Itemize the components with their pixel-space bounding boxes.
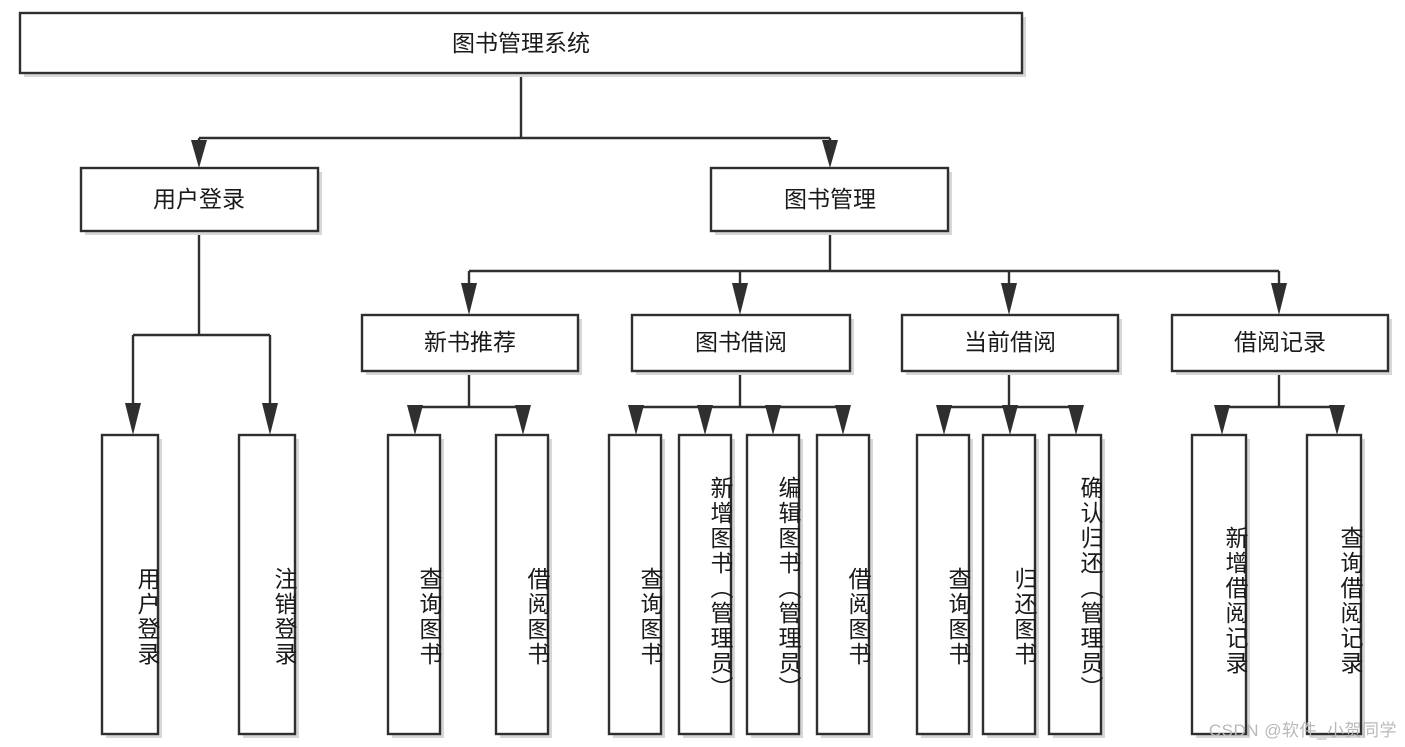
node-cb-box[interactable] xyxy=(900,313,1120,373)
leaf-borrow-book-1-box[interactable] xyxy=(494,433,550,736)
arrow-head-leaf-query-record xyxy=(1329,405,1345,435)
node-user-login-label: 用户登录 xyxy=(153,186,245,212)
leaf-edit-book-box[interactable] xyxy=(745,433,801,736)
node-user-login-box[interactable] xyxy=(79,166,320,233)
node-br-label: 借阅记录 xyxy=(1234,329,1326,355)
connector-group-current-borrow xyxy=(936,375,1084,435)
node-current-borrow[interactable]: 当前借阅 xyxy=(900,313,1122,375)
leaf-user-logout-box[interactable] xyxy=(237,433,297,736)
leaf-add-record-box[interactable] xyxy=(1190,433,1248,736)
arrow-head-leaf-query-book-3 xyxy=(936,405,952,435)
leaf-edit-book[interactable] xyxy=(745,433,803,738)
csdn-watermark: CSDN @软件_小贺同学 xyxy=(1208,721,1397,740)
node-book-manage-box[interactable] xyxy=(709,166,950,233)
arrow-head-leaf-borrow-book-2 xyxy=(835,405,851,435)
connector-group-book-manage xyxy=(461,235,1287,315)
leaf-query-book-2-box[interactable] xyxy=(607,433,663,736)
leaf-query-book-1[interactable] xyxy=(386,433,444,738)
arrow-head-leaf-query-book-2 xyxy=(628,405,644,435)
arrow-head-current-borrow xyxy=(1001,283,1017,315)
arrow-head-leaf-confirm-return xyxy=(1068,405,1084,435)
arrow-head-leaf-user-login xyxy=(125,403,141,435)
leaf-user-login[interactable] xyxy=(100,433,162,738)
leaf-query-record[interactable] xyxy=(1305,433,1365,738)
leaf-query-book-2[interactable] xyxy=(607,433,665,738)
node-new-book-recommend[interactable]: 新书推荐 xyxy=(360,313,582,375)
node-book-manage-label: 图书管理 xyxy=(784,186,876,212)
arrow-head-book-borrow xyxy=(732,283,748,315)
connector-group-user-login xyxy=(125,235,278,435)
node-root-label: 图书管理系统 xyxy=(452,30,590,56)
node-root-box[interactable] xyxy=(18,11,1024,75)
node-borrow-record[interactable]: 借阅记录 xyxy=(1170,313,1392,375)
arrow-head-book-manage xyxy=(822,140,838,168)
node-bb-box[interactable] xyxy=(630,313,852,373)
leaf-add-book-box[interactable] xyxy=(677,433,733,736)
leaf-query-book-3[interactable] xyxy=(915,433,973,738)
connector-group-borrow-record xyxy=(1214,375,1345,435)
node-cb-label: 当前借阅 xyxy=(964,329,1056,355)
connector-group-root xyxy=(191,76,838,168)
arrow-head-leaf-query-book-1 xyxy=(407,405,423,435)
arrow-head-leaf-edit-book xyxy=(765,405,781,435)
arrow-head-user-login xyxy=(191,140,207,168)
arrow-head-leaf-user-logout xyxy=(262,403,278,435)
leaf-add-book[interactable] xyxy=(677,433,735,738)
arrow-head-leaf-borrow-book-1 xyxy=(515,405,531,435)
node-br-box[interactable] xyxy=(1170,313,1390,373)
leaf-borrow-book-2-box[interactable] xyxy=(815,433,871,736)
leaf-confirm-return-box[interactable] xyxy=(1047,433,1103,736)
node-user-login[interactable]: 用户登录 xyxy=(79,166,322,235)
node-nbr-label: 新书推荐 xyxy=(424,329,516,355)
arrow-head-borrow-record xyxy=(1271,283,1287,315)
leaf-add-record[interactable] xyxy=(1190,433,1250,738)
leaf-query-record-box[interactable] xyxy=(1305,433,1363,736)
node-bb-label: 图书借阅 xyxy=(695,329,787,355)
node-nbr-box[interactable] xyxy=(360,313,580,373)
arrow-head-leaf-add-record xyxy=(1214,405,1230,435)
leaf-user-login-box[interactable] xyxy=(100,433,160,736)
arrow-head-leaf-return-book xyxy=(1002,405,1018,435)
leaf-borrow-book-2[interactable] xyxy=(815,433,873,738)
node-book-borrow[interactable]: 图书借阅 xyxy=(630,313,854,375)
leaf-confirm-return[interactable] xyxy=(1047,433,1105,738)
connector-group-book-borrow xyxy=(628,375,851,435)
leaf-query-book-1-box[interactable] xyxy=(386,433,442,736)
node-root[interactable]: 图书管理系统 xyxy=(18,11,1026,77)
leaf-borrow-book-1[interactable] xyxy=(494,433,552,738)
leaf-user-logout[interactable] xyxy=(237,433,299,738)
arrow-head-new-book-recommend xyxy=(461,283,477,315)
connector-group-new-book-recommend xyxy=(407,375,531,435)
arrow-head-leaf-add-book xyxy=(697,405,713,435)
leaf-return-book-box[interactable] xyxy=(981,433,1037,736)
leaf-return-book[interactable] xyxy=(981,433,1039,738)
leaf-query-book-3-box[interactable] xyxy=(915,433,971,736)
node-book-manage[interactable]: 图书管理 xyxy=(709,166,952,235)
